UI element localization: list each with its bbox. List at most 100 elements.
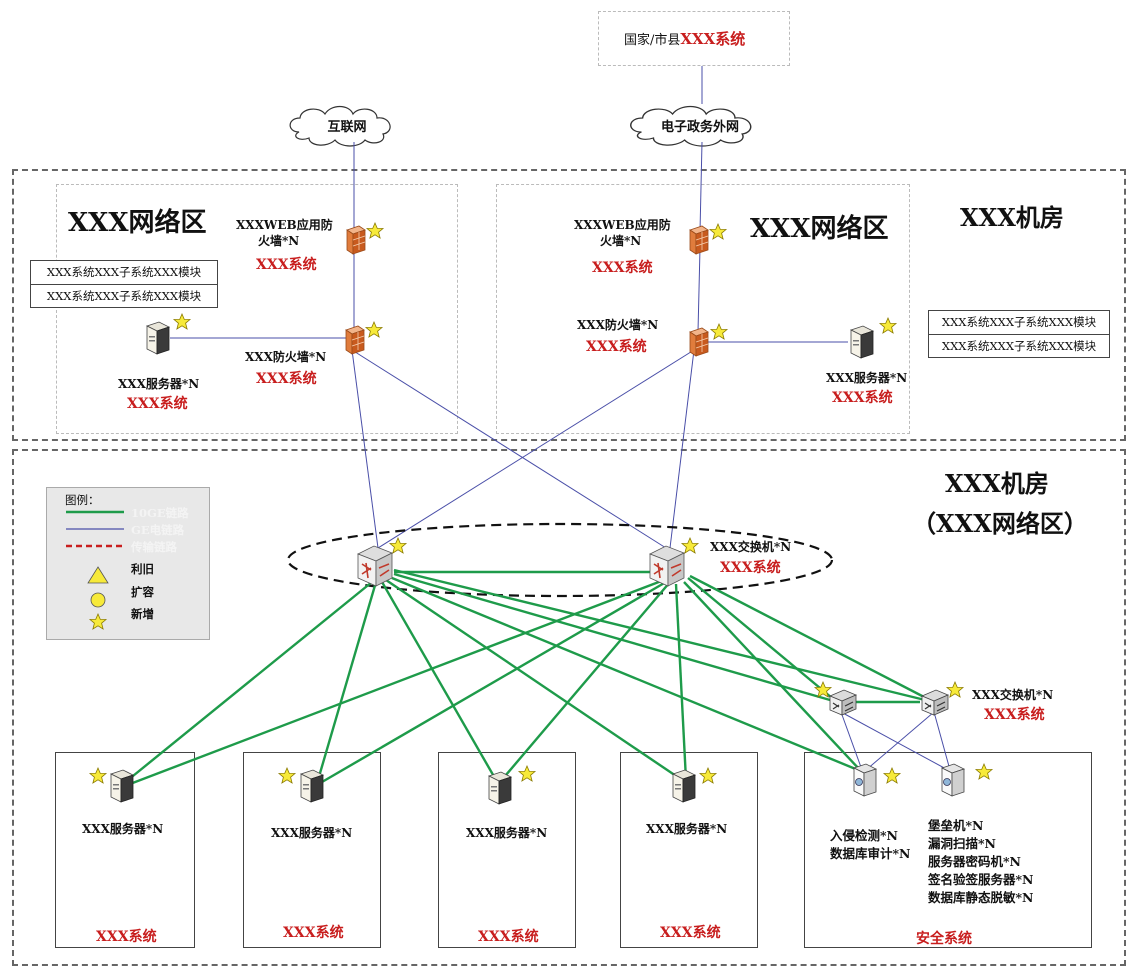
sec-right-line-1: 堡垒机*N: [928, 818, 984, 833]
left-waf-icon: [346, 225, 366, 255]
ge-links: [170, 66, 951, 771]
legend-10ge-label: 10GE链路: [131, 506, 189, 520]
star-icon: [89, 767, 107, 784]
left-server-system: XXX系统: [127, 396, 188, 412]
left-waf-label-2: 火墙*N: [258, 234, 300, 248]
right-server-system: XXX系统: [832, 390, 893, 406]
legend-title: 图例：: [65, 493, 100, 507]
legend-trans-label: 传输链路: [131, 540, 177, 554]
right-network-zone: [496, 184, 910, 434]
bottom-system-4: XXX系统: [660, 925, 721, 941]
star-icon: [946, 681, 964, 698]
right-waf-icon: [689, 225, 709, 255]
upper-room-label: XXX机房: [960, 203, 1064, 232]
right-module-list: XXX系统XXX子系统XXX模块 XXX系统XXX子系统XXX模块: [928, 310, 1110, 358]
star-icon: [365, 321, 383, 338]
core-switch-right-icon: [649, 545, 685, 587]
left-module-list: XXX系统XXX子系统XXX模块 XXX系统XXX子系统XXX模块: [30, 260, 218, 308]
left-zone-server-icon: [146, 321, 170, 355]
left-zone-title: XXX网络区: [68, 208, 207, 238]
star-icon: [89, 613, 107, 630]
star-icon: [681, 537, 699, 554]
sec-switch-label: XXX交换机*N: [972, 688, 1054, 702]
right-zone-title: XXX网络区: [750, 214, 889, 244]
bottom-system-2: XXX系统: [283, 925, 344, 941]
left-module-1: XXX系统XXX子系统XXX模块: [31, 261, 217, 285]
bottom-system-3: XXX系统: [478, 929, 539, 945]
top-system-red: XXX系统: [680, 30, 746, 48]
sec-right-line-2: 漏洞扫描*N: [928, 836, 996, 851]
core-switch-label: XXX交换机*N: [710, 540, 792, 554]
lower-room-label-line1: XXX机房: [945, 469, 1049, 498]
right-fw-system: XXX系统: [586, 339, 647, 355]
security-system-label: 安全系统: [916, 931, 972, 947]
bottom-server-2-label: XXX服务器*N: [271, 826, 353, 840]
legend-symbols: [66, 510, 124, 630]
top-system-box: [598, 11, 790, 66]
10ge-links: [127, 568, 927, 786]
bastion-device-icon: [941, 763, 965, 797]
bottom-server-2-icon: [300, 769, 324, 803]
bottom-server-4-label: XXX服务器*N: [646, 822, 728, 836]
lower-room-frame: [12, 449, 1126, 966]
star-icon: [883, 767, 901, 784]
sec-left-line-2: 数据库审计*N: [830, 846, 911, 861]
core-switch-system: XXX系统: [720, 560, 781, 576]
star-icon: [278, 767, 296, 784]
sec-right-line-3: 服务器密码机*N: [928, 854, 1021, 869]
left-server-label: XXX服务器*N: [118, 377, 200, 391]
star-icon: [879, 317, 897, 334]
star-icon: [518, 765, 536, 782]
legend-reuse-label: 利旧: [131, 562, 154, 576]
legend-expand-label: 扩容: [131, 585, 154, 599]
bottom-server-1-label: XXX服务器*N: [82, 822, 164, 836]
right-zone-server-icon: [850, 325, 874, 359]
left-fw-label: XXX防火墙*N: [245, 350, 327, 364]
star-icon: [710, 323, 728, 340]
left-network-zone: [56, 184, 458, 434]
left-fw-system: XXX系统: [256, 371, 317, 387]
triangle-icon: [87, 566, 109, 584]
bottom-server-4-icon: [672, 769, 696, 803]
left-module-2: XXX系统XXX子系统XXX模块: [46, 289, 202, 303]
left-waf-system: XXX系统: [256, 257, 317, 273]
right-waf-label-2: 火墙*N: [600, 234, 642, 248]
bottom-system-1: XXX系统: [96, 929, 157, 945]
star-icon: [389, 537, 407, 554]
bottom-server-1-icon: [110, 769, 134, 803]
right-firewall-icon: [689, 327, 709, 357]
star-icon: [366, 222, 384, 239]
legend-new-label: 新增: [131, 607, 154, 621]
legend-ge-label: GE电链路: [131, 523, 185, 537]
star-icon: [173, 313, 191, 330]
left-waf-label-1: XXXWEB应用防: [236, 218, 333, 232]
sec-switch-system: XXX系统: [984, 707, 1045, 723]
sec-right-line-4: 签名验签服务器*N: [928, 872, 1034, 887]
new-markers: [89, 222, 993, 784]
right-waf-label-1: XXXWEB应用防: [574, 218, 671, 232]
top-system-label: 国家/市县XXX系统: [624, 28, 745, 49]
sec-switch-left-icon: [829, 689, 857, 716]
right-module-1: XXX系统XXX子系统XXX模块: [929, 311, 1109, 335]
lower-room-label-line2: （XXX网络区）: [912, 509, 1088, 538]
star-icon: [699, 767, 717, 784]
egov-cloud-label: 电子政务外网: [660, 120, 739, 135]
core-switch-left-icon: [357, 545, 393, 587]
right-waf-system: XXX系统: [592, 260, 653, 276]
sec-switch-right-icon: [921, 689, 949, 716]
ids-device-icon: [853, 763, 877, 797]
bottom-server-3-label: XXX服务器*N: [466, 826, 548, 840]
star-icon: [709, 223, 727, 240]
sec-left-line-1: 入侵检测*N: [830, 828, 898, 843]
upper-room-frame: [12, 169, 1126, 441]
right-fw-label: XXX防火墙*N: [577, 318, 659, 332]
top-system-prefix: 国家/市县: [624, 33, 681, 48]
circle-icon: [90, 592, 106, 608]
star-icon: [975, 763, 993, 780]
right-module-2: XXX系统XXX子系统XXX模块: [941, 339, 1097, 353]
right-server-label: XXX服务器*N: [826, 371, 908, 385]
sec-right-line-5: 数据库静态脱敏*N: [928, 890, 1034, 905]
transmission-ring: [286, 522, 834, 598]
left-firewall-icon: [345, 325, 365, 355]
